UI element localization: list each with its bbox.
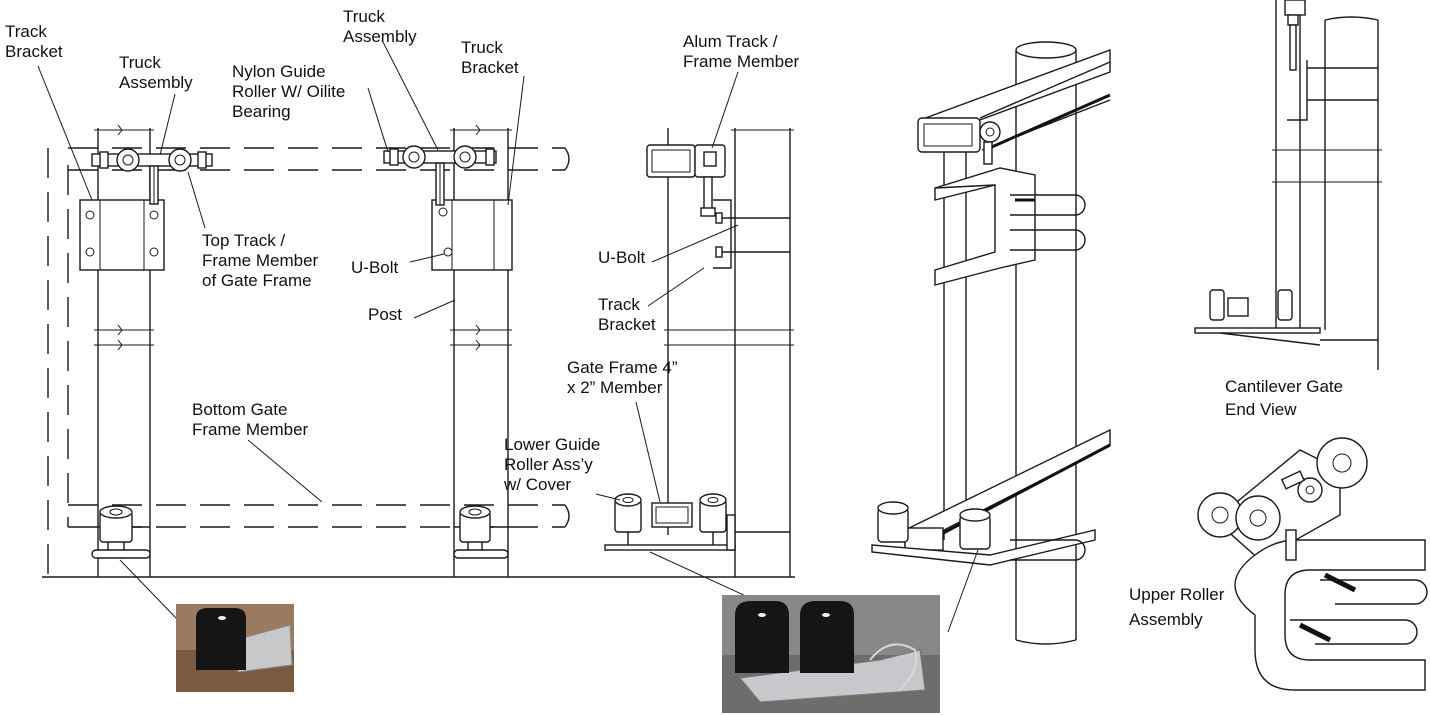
label-top-track: Top Track / Frame Member of Gate Frame [202, 231, 323, 290]
label-track-bracket-side: Track Bracket [598, 295, 656, 334]
label-truck-assembly-mid: Truck Assembly [343, 7, 417, 46]
lower-roller-photo-small [176, 604, 294, 692]
label-nylon-guide-roller: Nylon Guide Roller W/ Oilite Bearing [232, 62, 350, 121]
end-view [1194, 0, 1382, 370]
label-bottom-gate-frame: Bottom Gate Frame Member [192, 400, 309, 439]
label-alum-track: Alum Track / Frame Member [683, 32, 800, 71]
label-u-bolt-side: U-Bolt [598, 248, 646, 267]
label-truck-bracket-mid: Truck Bracket [461, 38, 519, 77]
lower-roller-photo-large [722, 595, 940, 713]
label-lower-guide-roller: Lower Guide Roller Ass’y w/ Cover [503, 435, 605, 494]
isometric-view [871, 41, 1111, 645]
upper-roller-assembly-drawing [1197, 437, 1428, 691]
label-cantilever-end-view: Cantilever Gate End View [1225, 377, 1348, 419]
front-view [37, 39, 795, 649]
label-u-bolt-mid: U-Bolt [351, 258, 399, 277]
label-truck-assembly-left: Truck Assembly [119, 53, 193, 92]
label-upper-roller-assembly: Upper Roller Assembly [1129, 585, 1229, 629]
side-view [595, 71, 794, 609]
label-post: Post [368, 305, 402, 324]
label-track-bracket-left: Track Bracket [5, 22, 63, 61]
label-gate-frame-member: Gate Frame 4” x 2” Member [567, 358, 682, 397]
